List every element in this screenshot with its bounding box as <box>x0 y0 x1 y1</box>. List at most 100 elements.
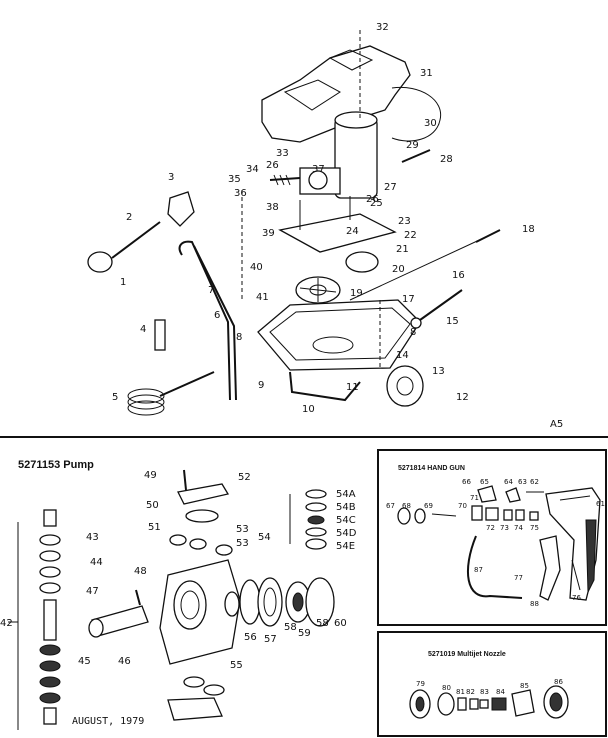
callout: 48 <box>134 566 147 577</box>
callout: 28 <box>440 154 453 165</box>
pump-cover <box>177 483 230 505</box>
nozzle-spring <box>491 697 507 711</box>
callout: 47 <box>86 586 99 597</box>
muffler-hose <box>391 86 442 142</box>
callout: 51 <box>148 522 161 533</box>
callout: 24 <box>346 226 359 237</box>
handle <box>178 240 231 401</box>
callout: 68 <box>402 502 411 510</box>
callout: 85 <box>520 682 529 690</box>
callout: 11 <box>346 382 359 393</box>
callout: 19 <box>350 288 363 299</box>
callout: 49 <box>144 470 157 481</box>
callout: 82 <box>466 688 475 696</box>
callout: 63 <box>518 478 527 486</box>
callout: 87 <box>474 566 483 574</box>
callout: 80 <box>442 684 451 692</box>
callout: 17 <box>402 294 415 305</box>
ring <box>305 577 335 627</box>
callout: 45 <box>78 656 91 667</box>
callout: 58 <box>316 618 329 629</box>
callout: 7 <box>208 285 214 296</box>
main-callouts: 1 2 3 4 5 6 7 8 8 9 10 11 12 13 14 15 16… <box>112 22 535 415</box>
callout: 54D <box>336 528 357 539</box>
callout: 13 <box>432 366 445 377</box>
callout: 35 <box>228 174 241 185</box>
callout: 9 <box>258 380 264 391</box>
nozzle-part <box>437 692 455 716</box>
housing-opening <box>283 79 341 111</box>
callout: 40 <box>250 262 263 273</box>
cylinder-top <box>334 111 378 129</box>
nozzle-body <box>511 689 535 717</box>
seal-stack <box>39 509 61 725</box>
callout: 72 <box>486 524 495 532</box>
callout: 30 <box>424 118 437 129</box>
callout: 55 <box>230 660 243 671</box>
throttle-cable <box>349 235 489 301</box>
pump-title: 5271153 Pump <box>18 459 94 471</box>
corner-code: A5 <box>550 419 563 430</box>
callout: 52 <box>238 472 251 483</box>
callout: 69 <box>424 502 433 510</box>
callout: 81 <box>456 688 465 696</box>
callout: 12 <box>456 392 469 403</box>
axle-frame <box>289 371 361 402</box>
callout: 86 <box>554 678 563 686</box>
callout: 8 <box>410 327 416 338</box>
callout: 64 <box>504 478 513 486</box>
hose-connector <box>167 191 195 227</box>
ring <box>239 579 261 625</box>
callout: 29 <box>406 140 419 151</box>
callout: 38 <box>266 202 279 213</box>
callout: 66 <box>462 478 471 486</box>
callout: 27 <box>384 182 397 193</box>
gasket <box>185 509 219 523</box>
callout: 4 <box>140 324 146 335</box>
callout: 32 <box>376 22 389 33</box>
callout: 57 <box>264 634 277 645</box>
trigger <box>539 535 561 601</box>
throttle-spring <box>269 177 301 181</box>
callout: 56 <box>244 632 257 643</box>
callout: 54 <box>258 532 271 543</box>
callout: 44 <box>90 557 103 568</box>
callout: 41 <box>256 292 269 303</box>
callout: 76 <box>572 594 581 602</box>
pump-callouts: 42 43 44 45 46 47 48 49 50 51 52 53 53 5… <box>0 470 357 671</box>
callout: 5 <box>112 392 118 403</box>
callout: 84 <box>496 688 505 696</box>
callout: 37 <box>312 164 325 175</box>
callout: 3 <box>168 172 174 183</box>
callout: 77 <box>514 574 523 582</box>
hand-gun-section: 5271814 HAND GUN <box>397 465 601 601</box>
main-assembly <box>87 30 501 416</box>
callout: 53 <box>236 538 249 549</box>
multijet-nozzle-box <box>377 631 607 737</box>
callout: 54E <box>336 541 355 552</box>
nozzle-section: 5271019 Multijet Nozzle <box>409 651 569 719</box>
hose-coil <box>127 388 165 404</box>
callout: 73 <box>500 524 509 532</box>
callout: 8 <box>236 332 242 343</box>
callout: 1 <box>120 277 126 288</box>
carb-float <box>308 170 328 190</box>
callout: 31 <box>420 68 433 79</box>
callout: 54A <box>336 489 356 500</box>
callout: 46 <box>118 656 131 667</box>
callout: 50 <box>146 500 159 511</box>
callout: 43 <box>86 532 99 543</box>
callout: 60 <box>334 618 347 629</box>
callout: 22 <box>404 230 417 241</box>
mounting-bracket <box>278 213 397 253</box>
callout: 83 <box>480 688 489 696</box>
callout: 61 <box>596 500 605 508</box>
callout: 54C <box>336 515 356 526</box>
callout: 88 <box>530 600 539 608</box>
nozzle-title: 5271019 Multijet Nozzle <box>428 651 506 658</box>
callout: 59 <box>298 628 311 639</box>
callout: 23 <box>398 216 411 227</box>
hand-gun-box <box>377 449 607 626</box>
callout: 25 <box>370 198 383 209</box>
ring <box>257 577 283 627</box>
